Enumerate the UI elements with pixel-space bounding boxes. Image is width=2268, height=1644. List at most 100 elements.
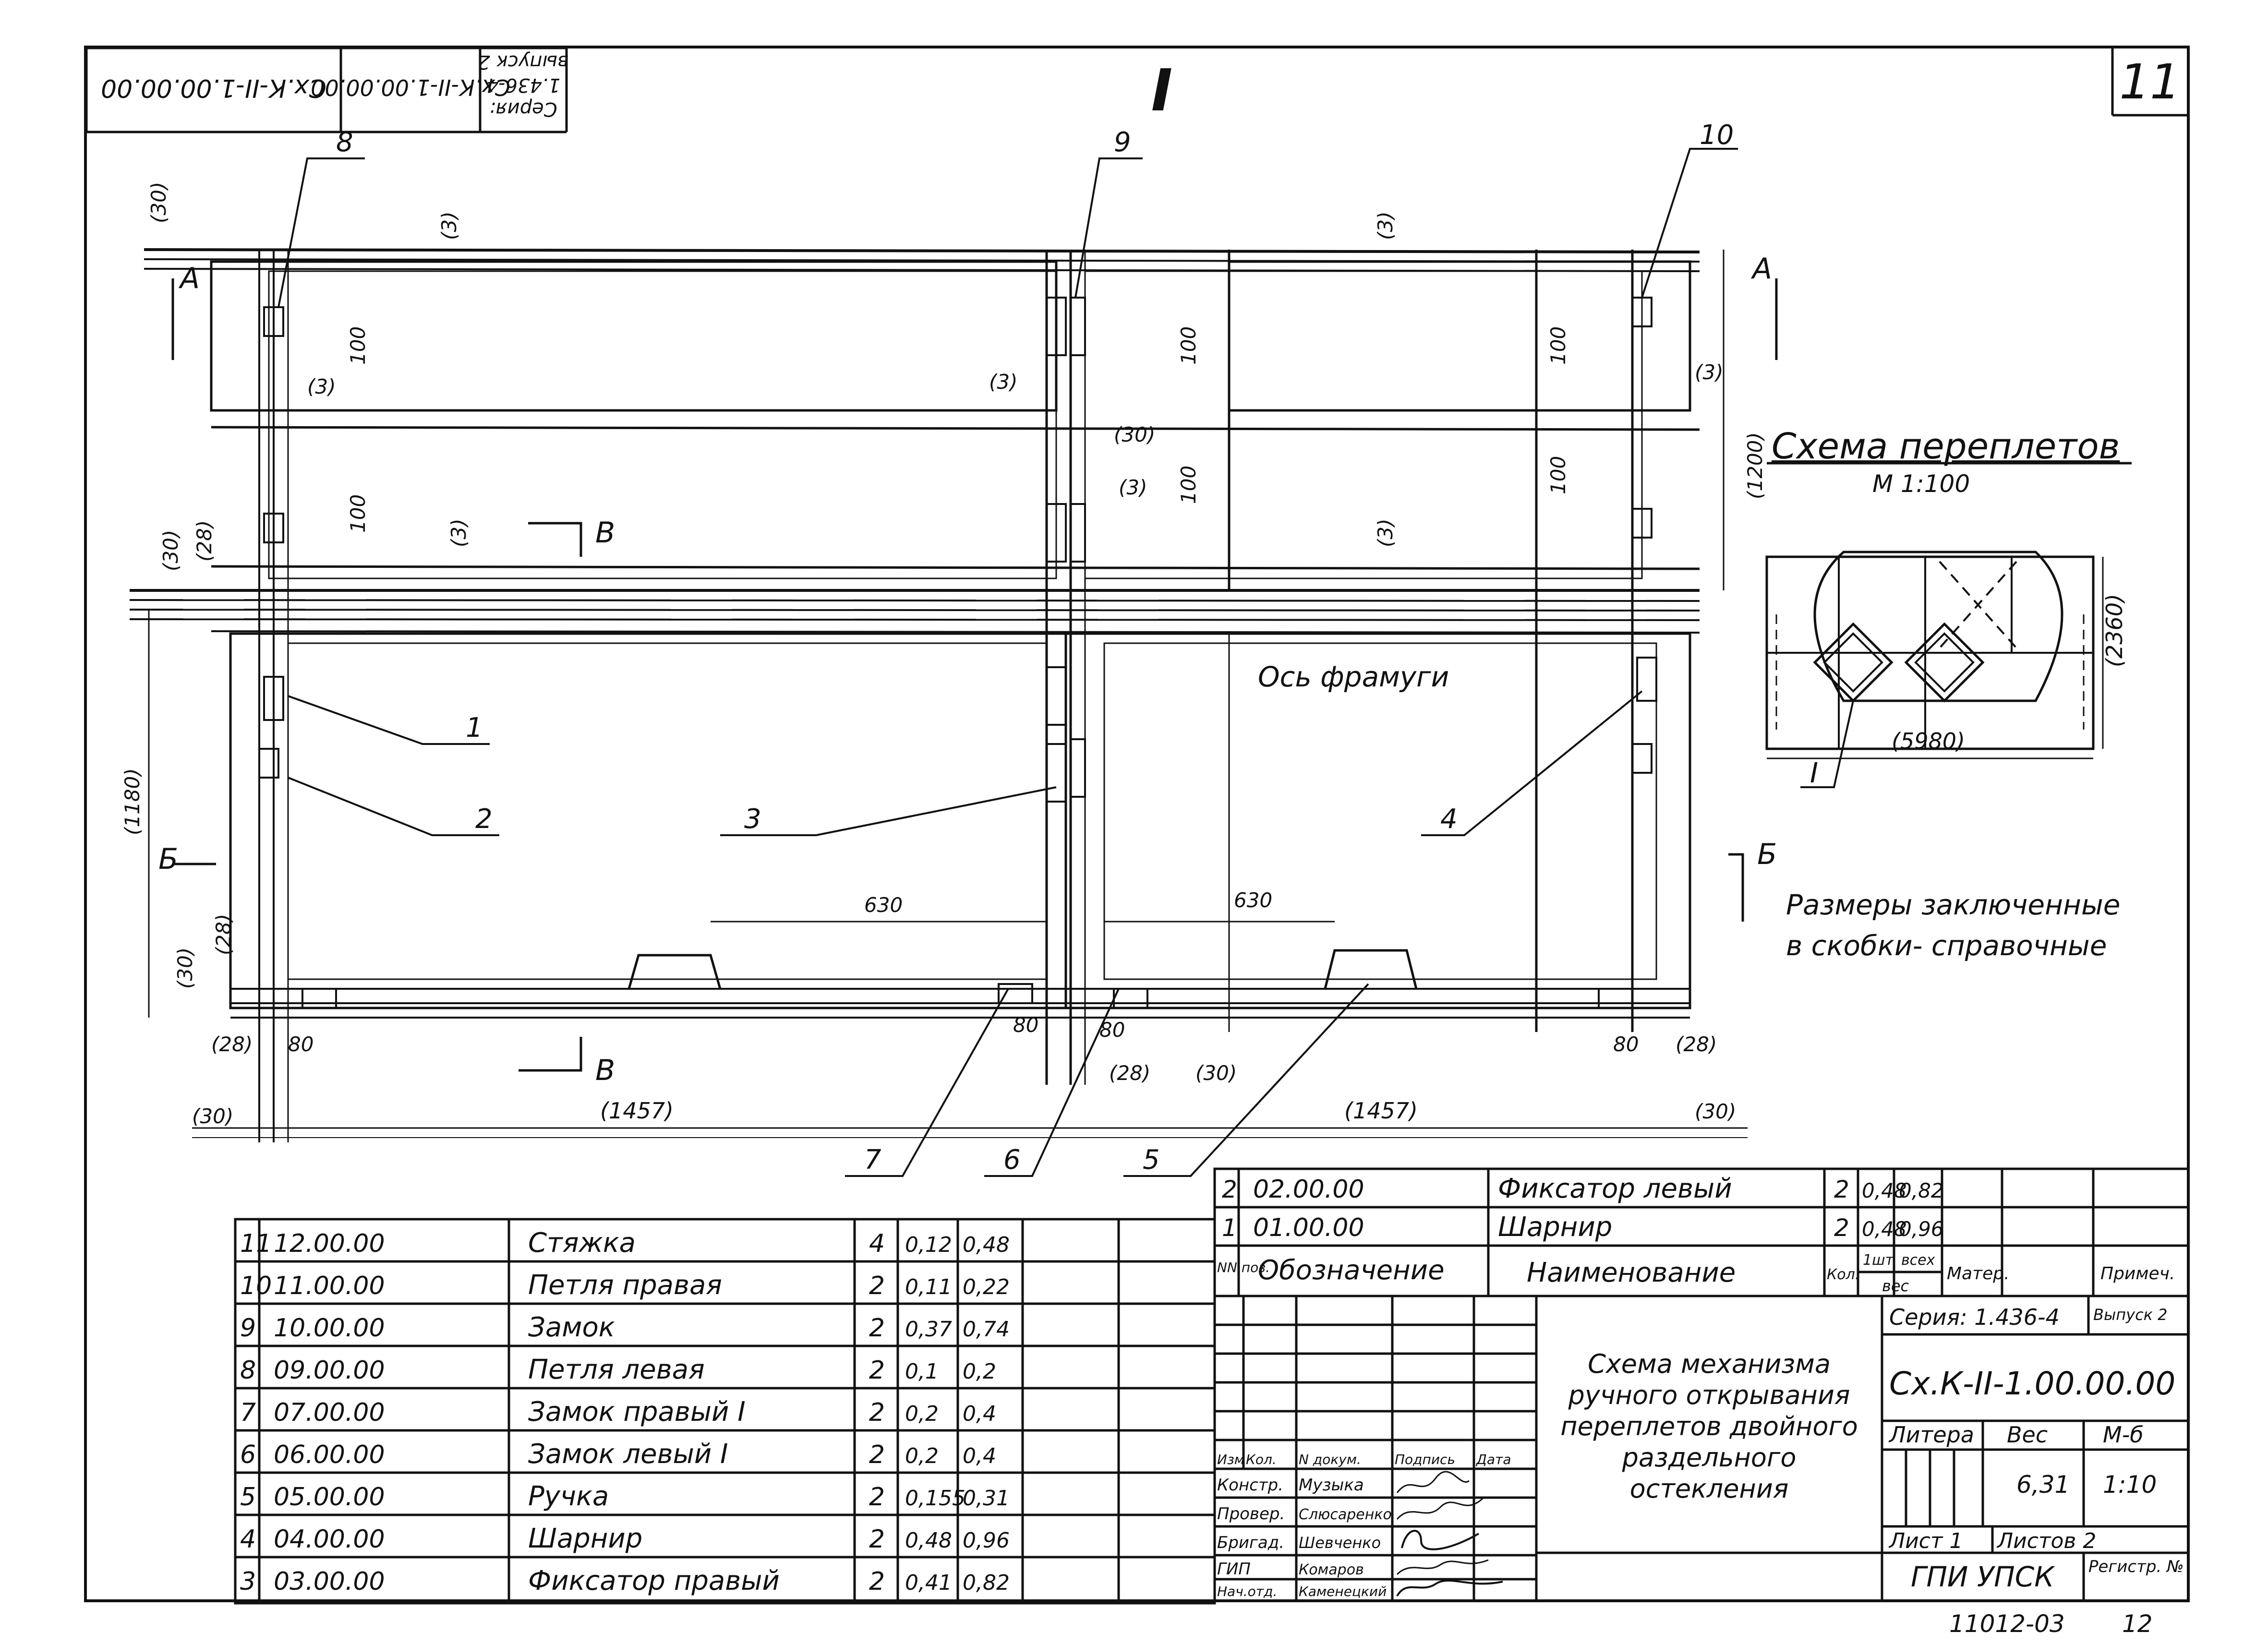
signature-row: Бригад. Шевченко xyxy=(1217,1530,1480,1552)
callout-4: 4 xyxy=(1440,804,1458,835)
hdr-note: Примеч. xyxy=(2100,1264,2175,1284)
row-pos: 11 xyxy=(240,1229,272,1258)
title-block-grid xyxy=(1213,1167,2190,1602)
scheme-view-mark: I xyxy=(1810,756,1818,789)
tb-sheets: Листов 2 xyxy=(1996,1529,2096,1553)
row-qty: 2 xyxy=(869,1440,885,1469)
callout-2: 2 xyxy=(475,804,493,835)
row-qty: 2 xyxy=(1834,1176,1849,1203)
role-label: Констр. xyxy=(1217,1476,1283,1495)
tb-scale-label: М-б xyxy=(2103,1422,2144,1448)
dim-100-f: 100 xyxy=(1546,456,1570,494)
tb-issue: Выпуск 2 xyxy=(2093,1306,2168,1324)
section-a-right: А xyxy=(1750,252,1772,286)
dim-100-b: 100 xyxy=(1177,326,1200,365)
tb-scale: 1:10 xyxy=(2103,1471,2157,1499)
parts-left-row: 7 07.00.00 Замок правый I 2 0,2 0,4 xyxy=(240,1396,996,1428)
rev-izm: Изм xyxy=(1217,1452,1244,1467)
dim-30-bottom-right: (30) xyxy=(1695,1100,1736,1123)
stamp-series: 1.436-4 xyxy=(486,74,560,96)
row-code: 04.00.00 xyxy=(274,1525,385,1554)
tb-code: Сх.К-II-1.00.00.00 xyxy=(1889,1365,2175,1402)
signature-row: Констр. Музыка xyxy=(1217,1471,1470,1495)
hdr-weight: вес xyxy=(1882,1277,1909,1295)
dim-80-d: 80 xyxy=(1613,1032,1639,1056)
row-w2: 0,74 xyxy=(963,1317,1010,1342)
callout-9: 9 xyxy=(1114,127,1131,158)
row-name: Фиксатор правый xyxy=(528,1565,780,1596)
row-w2: 0,4 xyxy=(963,1444,996,1468)
row-w1: 0,48 xyxy=(905,1528,952,1553)
callout-3: 3 xyxy=(744,804,761,835)
drawing-title: Схема механизма ручного открывания переп… xyxy=(1560,1349,1858,1504)
rev-date: Дата xyxy=(1475,1452,1511,1467)
parts-right-row: 1 01.00.00 Шарнир 2 0,48 0,96 xyxy=(1222,1212,1944,1243)
scheme-height: (2360) xyxy=(2101,594,2127,667)
row-code: 05.00.00 xyxy=(274,1483,385,1512)
stamp-series-label: Серия: xyxy=(489,98,557,120)
row-code: 03.00.00 xyxy=(274,1567,385,1596)
role-label: Нач.отд. xyxy=(1217,1584,1277,1599)
transom-axis-label: Ось фрамуги xyxy=(1258,660,1449,693)
row-name: Стяжка xyxy=(528,1227,636,1259)
row-qty: 4 xyxy=(869,1229,885,1258)
dim-100-a: 100 xyxy=(346,326,370,365)
dim-28-lower: (28) xyxy=(212,914,235,955)
dim-1180: (1180) xyxy=(121,768,144,835)
parts-left-row: 9 10.00.00 Замок 2 0,37 0,74 xyxy=(240,1312,1010,1343)
row-qty: 2 xyxy=(869,1525,885,1554)
tb-series: Серия: 1.436-4 xyxy=(1889,1304,2060,1330)
section-a-left: А xyxy=(178,262,200,295)
row-code: 06.00.00 xyxy=(274,1440,385,1469)
dim-30-left: (30) xyxy=(159,530,182,571)
dim-3-mid-2: (3) xyxy=(989,370,1018,394)
row-name: Петля левая xyxy=(528,1354,705,1385)
row-pos: 8 xyxy=(240,1356,256,1385)
dim-28-left: (28) xyxy=(193,520,216,562)
role-name: Музыка xyxy=(1299,1476,1364,1495)
row-w1: 0,1 xyxy=(905,1359,939,1384)
signature-mark xyxy=(1396,1471,1470,1493)
row-w1: 0,2 xyxy=(905,1444,939,1468)
row-w1: 0,41 xyxy=(905,1571,952,1595)
row-name: Замок xyxy=(528,1312,615,1343)
signature-row: Нач.отд. Каменецкий xyxy=(1217,1579,1503,1599)
row-w1: 0,12 xyxy=(905,1233,952,1257)
row-pos: 5 xyxy=(240,1483,256,1512)
parts-right-rows: 2 02.00.00 Фиксатор левый 2 0,48 0,82 1 … xyxy=(1222,1173,1944,1243)
hdr-w2: всех xyxy=(1901,1252,1935,1269)
callout-8: 8 xyxy=(336,127,353,158)
row-pos: 4 xyxy=(240,1525,256,1554)
row-pos: 3 xyxy=(240,1567,256,1596)
dim-30-lower: (30) xyxy=(173,948,197,989)
section-v-bottom: В xyxy=(595,1054,615,1087)
sheet-number: 11 xyxy=(2119,54,2180,110)
dim-3-mid-3: (3) xyxy=(1695,360,1724,384)
row-name: Замок правый I xyxy=(528,1396,746,1428)
row-w2: 0,96 xyxy=(963,1528,1010,1553)
row-pos: 9 xyxy=(240,1314,256,1343)
role-name: Комаров xyxy=(1299,1561,1364,1578)
parts-right-row: 2 02.00.00 Фиксатор левый 2 0,48 0,82 xyxy=(1222,1173,1944,1204)
row-pos: 6 xyxy=(240,1440,256,1469)
section-v-top: В xyxy=(595,516,615,550)
parts-left-row: 4 04.00.00 Шарнир 2 0,48 0,96 xyxy=(240,1523,1010,1554)
dim-3-top-2: (3) xyxy=(1374,212,1397,240)
footer-page: 12 xyxy=(2122,1610,2153,1638)
row-code: 01.00.00 xyxy=(1253,1213,1364,1242)
row-pos: 1 xyxy=(1222,1214,1237,1242)
row-pos: 10 xyxy=(240,1272,272,1300)
row-code: 07.00.00 xyxy=(274,1398,385,1427)
stamp-issue: выпуск 2 xyxy=(478,51,568,73)
tb-reg: Регистр. № xyxy=(2088,1557,2184,1576)
role-label: ГИП xyxy=(1217,1560,1251,1579)
title-line-5: остекления xyxy=(1630,1474,1789,1504)
dim-80-b: 80 xyxy=(1013,1013,1038,1037)
tb-weight-label: Вес xyxy=(2007,1422,2048,1448)
rev-kol: Кол. xyxy=(1246,1452,1277,1467)
row-name: Петля правая xyxy=(528,1270,722,1301)
signature-mark xyxy=(1396,1559,1489,1575)
tb-sheet: Лист 1 xyxy=(1888,1529,1963,1553)
dim-28-right: (28) xyxy=(1676,1032,1717,1056)
